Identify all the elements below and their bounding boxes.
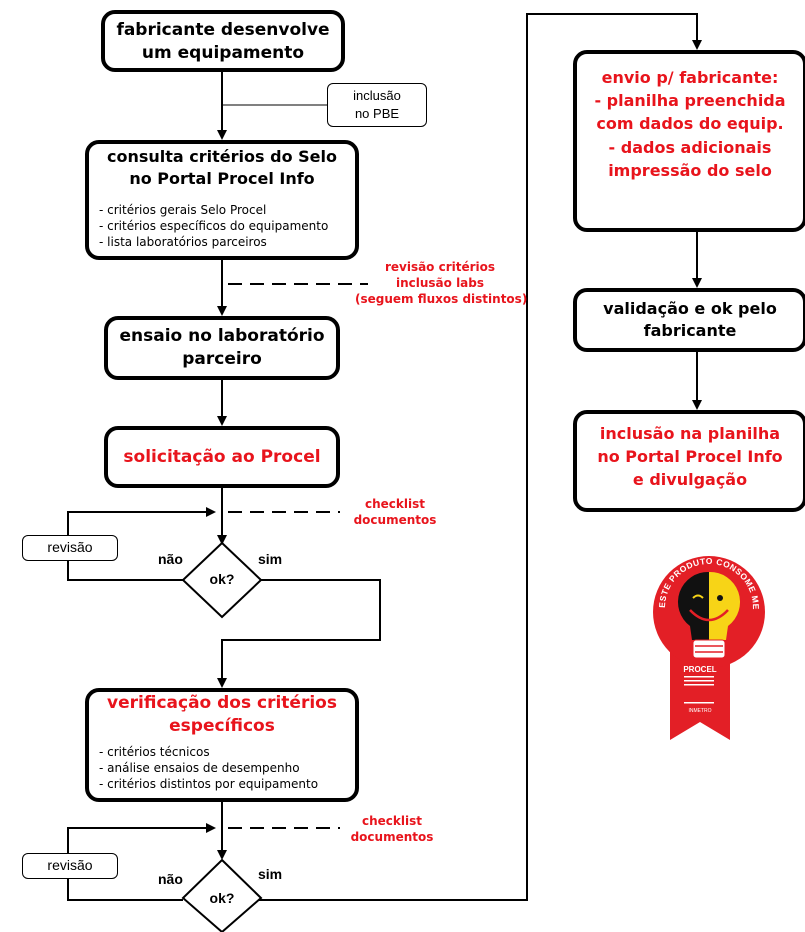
note-line: documentos bbox=[350, 830, 434, 844]
note-line: inclusão labs bbox=[395, 276, 485, 290]
box-fabricante-line1: fabricante desenvolve bbox=[116, 20, 330, 40]
box-envio: envio p/ fabricante: - planilha preenchi… bbox=[573, 50, 805, 232]
box-solicitacao: solicitação ao Procel bbox=[104, 426, 340, 488]
note-line: revisão critérios bbox=[384, 260, 496, 274]
box-ensaio: ensaio no laboratório parceiro bbox=[104, 316, 340, 380]
note-line: (seguem fluxos distintos) bbox=[355, 292, 528, 306]
box-revisao-2: revisão bbox=[22, 853, 118, 879]
box-revisao-1: revisão bbox=[22, 535, 118, 561]
list-item: - lista laboratórios parceiros bbox=[99, 235, 267, 249]
list-item: - critérios distintos por equipamento bbox=[99, 777, 319, 791]
box-envio-line3: com dados do equip. bbox=[596, 114, 784, 134]
decision-2-yes-label: sim bbox=[258, 866, 283, 882]
pbe-line2: no PBE bbox=[354, 106, 400, 121]
box-fabricante: fabricante desenvolve um equipamento bbox=[101, 10, 345, 72]
list-item: - critérios específicos do equipamento bbox=[99, 219, 329, 233]
decision-2-no-label: não bbox=[158, 871, 183, 887]
box-validacao-line1: validação e ok pelo bbox=[603, 299, 777, 318]
decision-diamond-2 bbox=[181, 858, 263, 932]
decision-diamond-1 bbox=[181, 541, 263, 619]
box-fabricante-line2: um equipamento bbox=[141, 42, 305, 63]
box-inclusao-line2: no Portal Procel Info bbox=[597, 447, 783, 467]
box-ensaio-line2: parceiro bbox=[182, 348, 262, 369]
box-consulta-line2: no Portal Procel Info bbox=[129, 168, 315, 188]
box-verificacao-line2: específicos bbox=[169, 715, 275, 736]
box-validacao-line2: fabricante bbox=[643, 320, 737, 340]
box-verificacao-items: - critérios técnicos - análise ensaios d… bbox=[99, 744, 318, 792]
list-item: - critérios técnicos bbox=[99, 745, 210, 759]
decision-1-no-label: não bbox=[158, 551, 183, 567]
box-envio-line1: envio p/ fabricante: bbox=[601, 68, 779, 87]
box-ensaio-line1: ensaio no laboratório bbox=[119, 326, 325, 346]
box-verificacao-line1: verificação dos critérios bbox=[107, 693, 337, 713]
path-sim2 bbox=[259, 13, 702, 901]
list-item: - análise ensaios de desempenho bbox=[99, 761, 300, 775]
note-line: checklist bbox=[362, 814, 422, 828]
box-consulta-line1: consulta critérios do Selo bbox=[107, 147, 337, 166]
note-checklist-2: checklist documentos bbox=[342, 813, 442, 845]
box-envio-line4: - dados adicionais bbox=[608, 137, 772, 157]
revisao-2-label: revisão bbox=[47, 857, 93, 873]
box-consulta-items: - critérios gerais Selo Procel - critéri… bbox=[99, 202, 328, 250]
box-inclusao-pbe: inclusão no PBE bbox=[327, 83, 427, 127]
note-checklist-1: checklist documentos bbox=[345, 496, 445, 528]
decision-1-yes-label: sim bbox=[258, 551, 283, 567]
box-inclusao-line1: inclusão na planilha bbox=[599, 424, 781, 443]
note-line: checklist bbox=[365, 497, 425, 511]
box-envio-line2: - planilha preenchida bbox=[594, 91, 786, 111]
box-verificacao: verificação dos critérios específicos - … bbox=[85, 688, 359, 802]
note-revisao-criterios: revisão critérios inclusão labs (seguem … bbox=[355, 259, 528, 307]
pbe-line1: inclusão bbox=[353, 88, 401, 103]
decision-2-label: ok? bbox=[209, 890, 235, 906]
path-sim1 bbox=[217, 579, 381, 688]
revisao-1-label: revisão bbox=[47, 539, 93, 555]
box-consulta: consulta critérios do Selo no Portal Pro… bbox=[85, 140, 359, 260]
box-inclusao: inclusão na planilha no Portal Procel In… bbox=[573, 410, 805, 512]
box-inclusao-line3: e divulgação bbox=[632, 470, 748, 490]
decision-1-label: ok? bbox=[209, 571, 235, 587]
box-validacao: validação e ok pelo fabricante bbox=[573, 288, 805, 352]
box-envio-line5: impressão do selo bbox=[608, 160, 772, 180]
box-solicitacao-line1: solicitação ao Procel bbox=[123, 447, 321, 467]
list-item: - critérios gerais Selo Procel bbox=[99, 203, 267, 217]
note-line: documentos bbox=[353, 513, 437, 527]
